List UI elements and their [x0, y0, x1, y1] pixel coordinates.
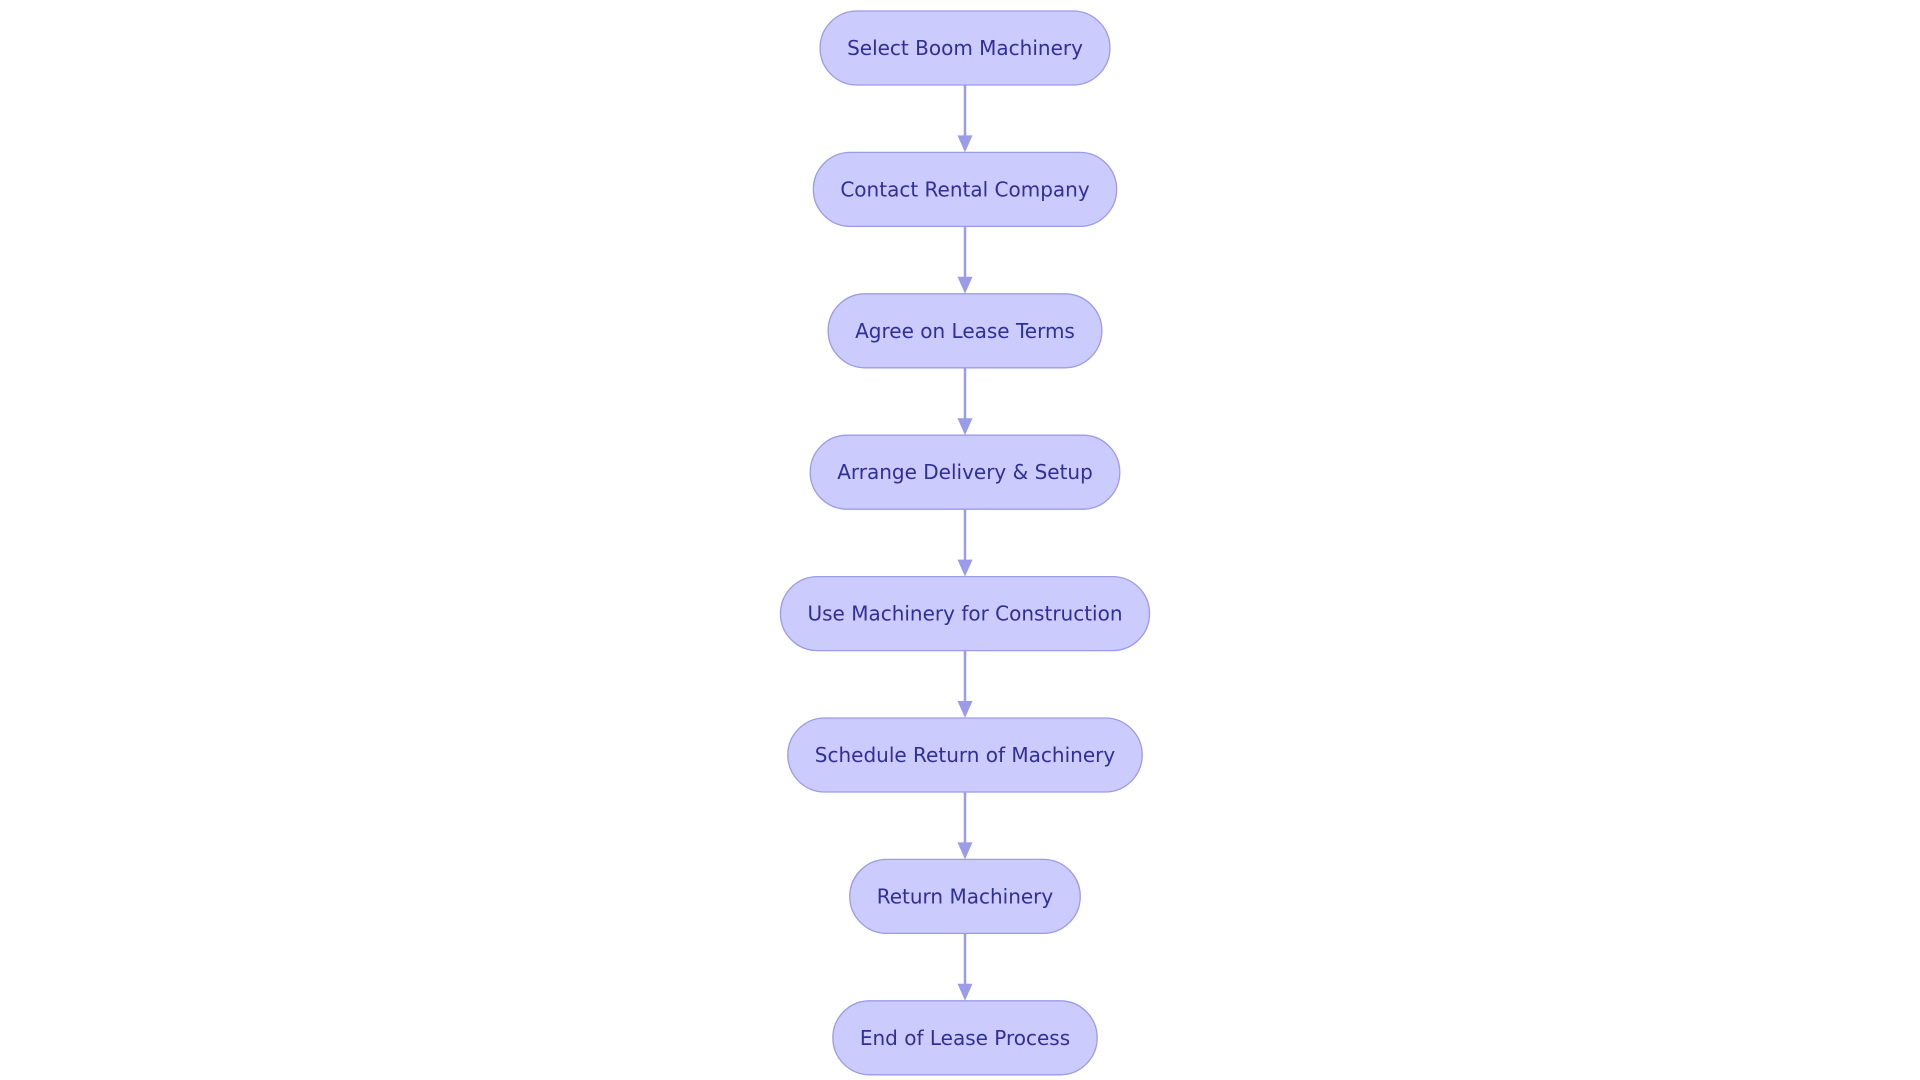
arrowhead-icon [957, 135, 973, 153]
flow-node-shape [809, 434, 1121, 510]
flow-node-5: Use Machinery for Construction [779, 575, 1151, 652]
flow-node-shape [779, 575, 1151, 652]
flow-node-label: Use Machinery for Construction [807, 602, 1122, 626]
flow-node-shape [812, 151, 1118, 228]
flow-node-7: Return Machinery [849, 858, 1081, 935]
flow-node-label: Schedule Return of Machinery [815, 743, 1116, 767]
arrowhead-icon [957, 842, 973, 860]
flow-node-2: Contact Rental Company [812, 151, 1118, 228]
flow-edge-3 [957, 367, 973, 436]
flow-edge-1 [957, 85, 973, 153]
flow-node-label: End of Lease Process [860, 1026, 1070, 1050]
arrowhead-icon [957, 276, 973, 294]
flow-node-label: Select Boom Machinery [847, 36, 1083, 60]
flow-node-4: Arrange Delivery & Setup [809, 434, 1121, 510]
flow-node-6: Schedule Return of Machinery [787, 717, 1143, 793]
flow-edge-5 [957, 650, 973, 718]
flow-node-shape [819, 10, 1111, 86]
flow-node-1: Select Boom Machinery [819, 10, 1111, 86]
flow-node-shape [849, 858, 1081, 935]
arrowhead-icon [957, 701, 973, 718]
arrowhead-icon [957, 418, 973, 436]
flow-node-label: Return Machinery [877, 884, 1054, 908]
arrowhead-icon [957, 559, 973, 577]
flow-node-3: Agree on Lease Terms [827, 293, 1103, 369]
flow-edge-7 [957, 933, 973, 1001]
edges-layer [957, 85, 973, 1001]
flow-node-label: Arrange Delivery & Setup [837, 460, 1093, 484]
flow-node-shape [827, 293, 1103, 369]
arrowhead-icon [957, 983, 973, 1001]
flow-edge-4 [957, 509, 973, 577]
flow-edge-2 [957, 226, 973, 294]
flow-node-label: Agree on Lease Terms [855, 319, 1075, 343]
flow-edge-6 [957, 792, 973, 860]
flow-node-label: Contact Rental Company [840, 177, 1089, 201]
flow-node-shape [787, 717, 1143, 793]
flow-node-shape [832, 1000, 1098, 1076]
flow-node-8: End of Lease Process [832, 1000, 1098, 1076]
